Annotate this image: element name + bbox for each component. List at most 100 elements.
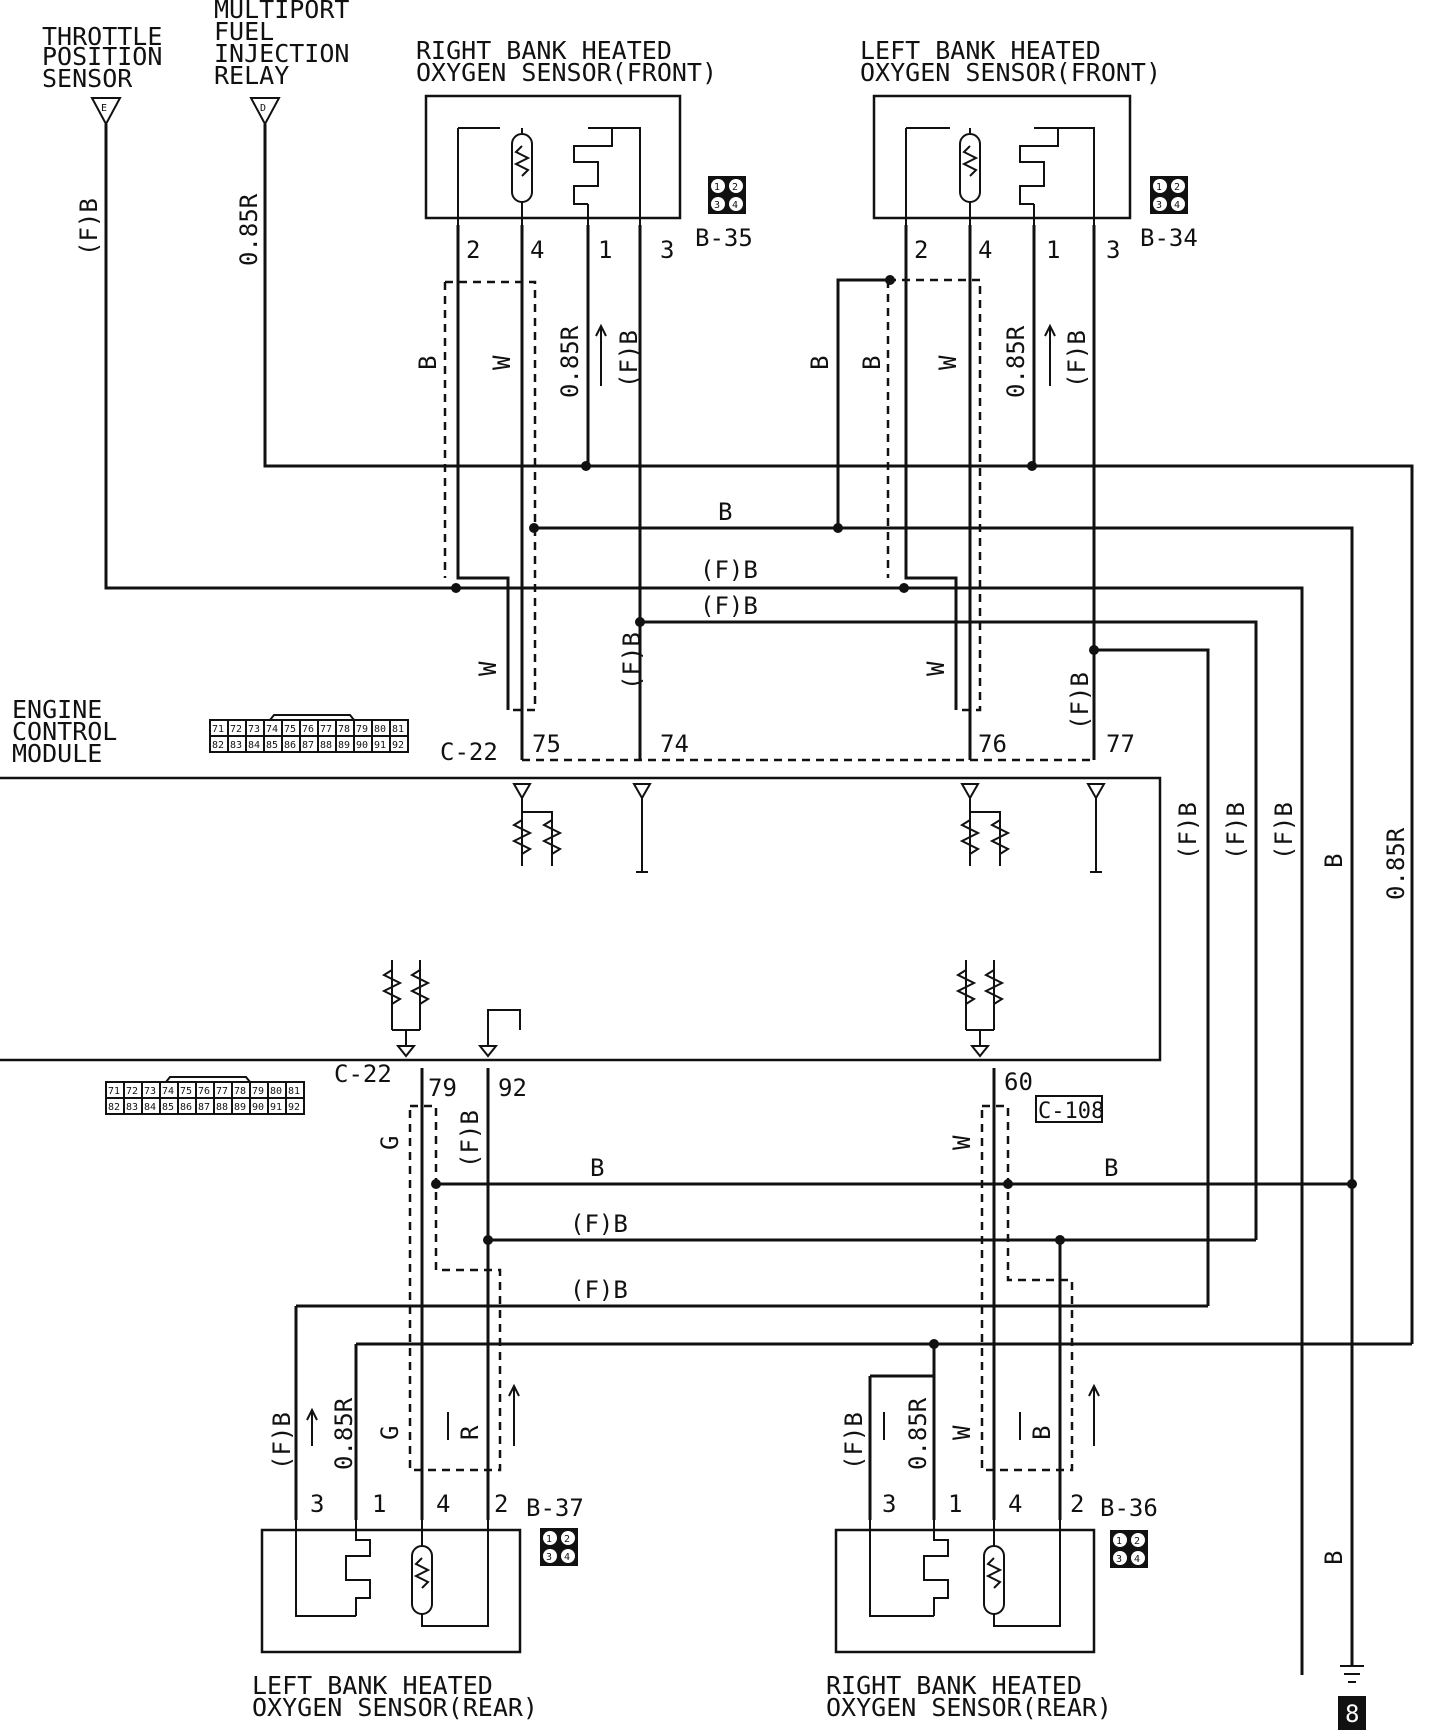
c22-pin-number: 92: [288, 1102, 300, 1113]
c22-pin-number: 74: [162, 1086, 174, 1097]
junction: [833, 523, 843, 533]
svg-text:1: 1: [546, 1534, 552, 1545]
right-b-label: B: [1320, 854, 1348, 868]
c22-pin-number: 91: [270, 1102, 282, 1113]
b34-connector-icon: 1 2 3 4: [1150, 176, 1188, 214]
ecm77-fb-label: (F)B: [1066, 672, 1094, 730]
fb-bus-3: [1094, 648, 1210, 1306]
c22-pin-number: 77: [216, 1086, 228, 1097]
svg-text:3: 3: [1156, 200, 1162, 211]
b36-connector-icon: 1 2 3 4: [1110, 1530, 1148, 1568]
c22-pin-number: 83: [230, 740, 242, 751]
svg-text:LEFT BANK HEATED: LEFT BANK HEATED: [252, 1671, 493, 1700]
ecm-pin-75: 75: [532, 730, 561, 758]
left-bank-rear-sensor: [260, 1520, 522, 1654]
ecm92-fb-label: (F)B: [456, 1110, 484, 1168]
junction: [1089, 645, 1099, 655]
junction: [1027, 461, 1037, 471]
b-bus-top: [534, 526, 1354, 1620]
b35-fb-label: (F)B: [615, 330, 643, 388]
svg-text:2: 2: [564, 1534, 570, 1545]
ecm-label: ENGINE CONTROL MODULE: [12, 695, 117, 768]
ecm75-w-label: W: [474, 661, 502, 676]
fb-bus-bottom-label-1: (F)B: [570, 1210, 628, 1238]
junction: [529, 523, 539, 533]
junction: [899, 583, 909, 593]
c22-pin-number: 82: [212, 740, 224, 751]
c22-pin-number: 83: [126, 1102, 138, 1113]
c22-pin-number: 85: [162, 1102, 174, 1113]
svg-text:3: 3: [546, 1552, 552, 1563]
right-fb-label-3: (F)B: [1270, 802, 1298, 860]
svg-text:MODULE: MODULE: [12, 739, 102, 768]
tps-wire-label: (F)B: [75, 198, 103, 256]
svg-text:1: 1: [714, 182, 720, 193]
right-bank-front-sensor: RIGHT BANK HEATED OXYGEN SENSOR(FRONT): [416, 36, 717, 225]
fb-bus-label-2: (F)B: [700, 592, 758, 620]
c22-pin-number: 84: [248, 740, 260, 751]
throttle-position-sensor-label: THROTTLE POSITION SENSOR: [42, 22, 162, 93]
c108-connector: C-108: [1035, 1095, 1104, 1124]
junction: [581, 461, 591, 471]
svg-text:FUEL: FUEL: [214, 17, 274, 46]
c22-pin-number: 78: [338, 724, 350, 735]
c22-pin-number: 87: [198, 1102, 210, 1113]
svg-text:RIGHT BANK HEATED: RIGHT BANK HEATED: [416, 36, 672, 65]
b-bus-bottom-label-1: B: [590, 1154, 604, 1182]
svg-text:OXYGEN SENSOR(FRONT): OXYGEN SENSOR(FRONT): [860, 58, 1161, 87]
b35-pin-2: 2: [466, 236, 480, 264]
svg-text:3: 3: [1116, 1554, 1122, 1565]
c22-pin-number: 79: [356, 724, 368, 735]
ground-icon: 8: [1338, 1620, 1366, 1730]
b37-pin-3: 3: [310, 1490, 324, 1518]
b37-pin-4: 4: [436, 1490, 450, 1518]
c22-pin-number: 73: [248, 724, 260, 735]
c22-pin-number: 84: [144, 1102, 156, 1113]
junction: [1347, 1179, 1357, 1189]
c22-cell: [285, 1097, 305, 1115]
c22-pin-number: 90: [356, 740, 368, 751]
mfi-terminal-icon: D: [249, 97, 281, 127]
svg-text:SENSOR: SENSOR: [42, 64, 133, 93]
b-bus-bottom-label-2: B: [1104, 1154, 1118, 1182]
b34-085r-label: 0.85R: [1002, 325, 1030, 398]
svg-text:CONTROL: CONTROL: [12, 717, 117, 746]
rear-flow-arrows: [306, 1383, 1100, 1446]
junction: [1055, 1235, 1065, 1245]
lb-rear-label: LEFT BANK HEATED OXYGEN SENSOR(REAR): [252, 1671, 538, 1722]
ecm-pin-77: 77: [1106, 730, 1135, 758]
svg-text:4: 4: [1134, 1554, 1140, 1565]
svg-text:POSITION: POSITION: [42, 42, 162, 71]
c22-pin-number: 76: [198, 1086, 210, 1097]
c22-pin-number: 77: [320, 724, 332, 735]
b37-pin-2: 2: [494, 1490, 508, 1518]
svg-text:4: 4: [732, 200, 738, 211]
b35-shield: [445, 280, 537, 712]
fb-bus-bottom-label-2: (F)B: [570, 1276, 628, 1304]
b35-pin-4: 4: [530, 236, 544, 264]
svg-text:MULTIPORT: MULTIPORT: [214, 0, 349, 24]
svg-text:THROTTLE: THROTTLE: [42, 22, 162, 51]
svg-text:1: 1: [1116, 1536, 1122, 1547]
c22-pin-number: 85: [266, 740, 278, 751]
junction: [635, 617, 645, 627]
c22-pin-number: 81: [392, 724, 404, 735]
mfi-relay-label: MULTIPORT FUEL INJECTION RELAY: [214, 0, 349, 90]
svg-text:E: E: [101, 103, 107, 114]
rb-rear-fb-label: (F)B: [840, 1412, 868, 1470]
left-bank-front-sensor: LEFT BANK HEATED OXYGEN SENSOR(FRONT): [860, 36, 1161, 225]
c22-pin-number: 82: [108, 1102, 120, 1113]
ecm-input-circuits: [511, 783, 1106, 873]
right-fb-label-1: (F)B: [1174, 802, 1202, 860]
junction: [1003, 1179, 1013, 1189]
b34-pin2-wire: [904, 225, 958, 710]
b34-pin-1: 1: [1046, 236, 1060, 264]
lb-rear-085r-label: 0.85R: [330, 1397, 358, 1470]
b34-pin-3: 3: [1106, 236, 1120, 264]
lb-rear-r-label: R: [456, 1425, 484, 1440]
c22-pin-number: 88: [216, 1102, 228, 1113]
svg-text:ENGINE: ENGINE: [12, 695, 102, 724]
